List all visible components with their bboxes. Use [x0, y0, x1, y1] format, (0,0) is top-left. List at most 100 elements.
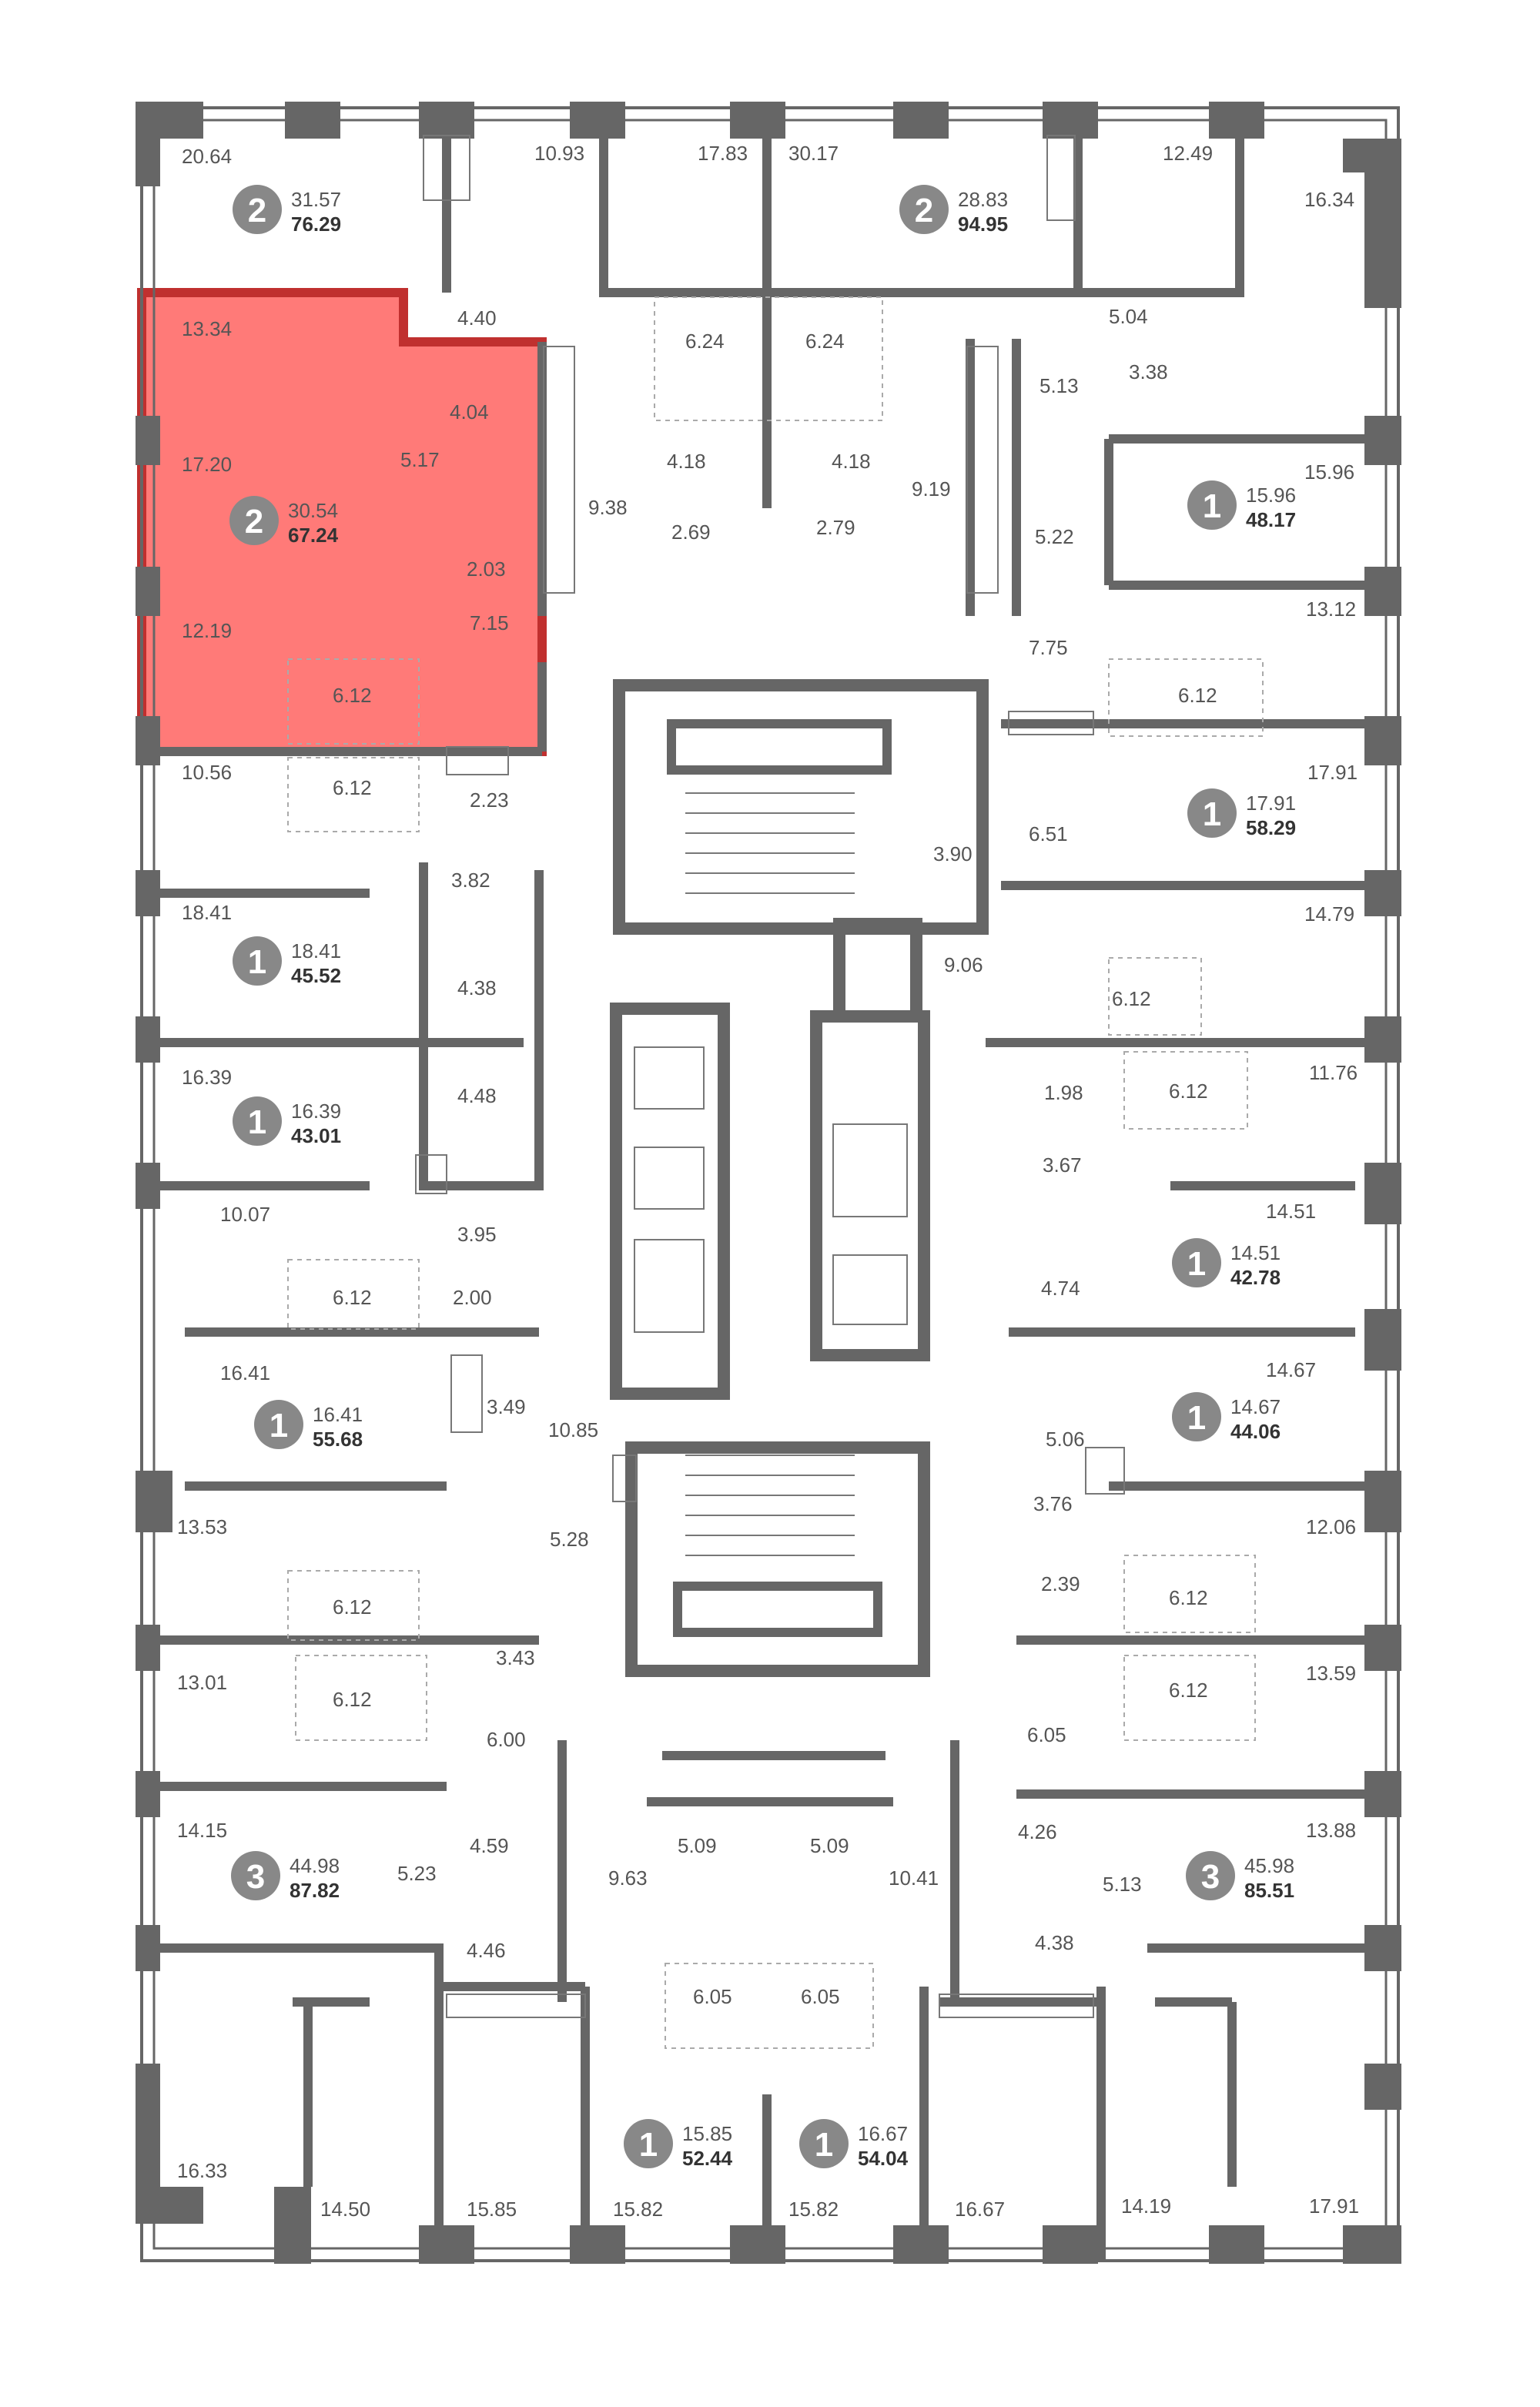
wall-pier — [136, 1625, 160, 1671]
total-area: 87.82 — [290, 1879, 340, 1902]
room-area-label: 20.64 — [182, 145, 232, 168]
living-area: 45.98 — [1244, 1854, 1294, 1877]
room-count-badge — [799, 2119, 849, 2168]
room-area-label: 6.12 — [333, 1688, 372, 1711]
wall-pier — [1364, 1625, 1401, 1671]
room-count: 1 — [248, 1103, 266, 1141]
wall-pier — [1043, 102, 1098, 139]
living-area: 17.91 — [1246, 792, 1296, 815]
room-area-label: 9.38 — [588, 496, 628, 519]
room-count-badge — [233, 185, 282, 234]
wall-pier — [285, 102, 340, 139]
room-area-label: 30.17 — [788, 142, 839, 165]
room-area-label: 3.67 — [1043, 1153, 1082, 1177]
room-area-label: 7.75 — [1029, 636, 1068, 659]
room-area-label: 4.48 — [457, 1084, 497, 1107]
room-count-badge — [233, 936, 282, 986]
room-count-badge — [1172, 1392, 1221, 1441]
living-area: 30.54 — [288, 499, 338, 522]
selected-apartment-highlight[interactable] — [137, 288, 547, 756]
room-area-label: 2.03 — [467, 557, 506, 581]
room-area-label: 6.05 — [693, 1985, 732, 2008]
room-count-badge — [231, 1851, 280, 1900]
room-area-label: 12.06 — [1306, 1515, 1356, 1538]
total-area: 55.68 — [313, 1428, 363, 1451]
wall-pier — [136, 1471, 172, 1532]
room-area-label: 5.13 — [1103, 1873, 1142, 1896]
room-area-label: 17.91 — [1309, 2194, 1359, 2218]
room-area-label: 6.12 — [1169, 1586, 1208, 1609]
room-area-label: 2.69 — [671, 521, 711, 544]
room-area-label: 10.93 — [534, 142, 584, 165]
living-area: 16.41 — [313, 1403, 363, 1426]
room-area-label: 6.12 — [333, 684, 372, 707]
room-count: 1 — [1203, 487, 1221, 525]
wall-pier — [1364, 2064, 1401, 2110]
room-area-label: 13.12 — [1306, 598, 1356, 621]
room-area-label: 13.88 — [1306, 1819, 1356, 1842]
room-count: 1 — [1187, 1245, 1206, 1283]
room-count-badge — [624, 2119, 673, 2168]
wall-pier — [274, 2187, 311, 2264]
room-area-label: 1.98 — [1044, 1081, 1083, 1104]
wall-pier — [136, 102, 160, 186]
room-area-label: 17.83 — [698, 142, 748, 165]
room-count: 1 — [639, 2126, 658, 2164]
wall-pier — [1043, 2225, 1098, 2264]
room-area-label: 6.05 — [1027, 1723, 1066, 1746]
total-area: 52.44 — [682, 2147, 733, 2170]
living-area: 18.41 — [291, 939, 341, 962]
room-area-label: 6.12 — [1112, 987, 1151, 1010]
room-area-label: 4.18 — [667, 450, 706, 473]
room-area-label: 14.67 — [1266, 1358, 1316, 1381]
living-area: 16.39 — [291, 1100, 341, 1123]
room-area-label: 5.23 — [397, 1862, 437, 1885]
wall-pier — [136, 1771, 160, 1817]
room-area-label: 4.18 — [832, 450, 871, 473]
living-area: 15.96 — [1246, 484, 1296, 507]
room-count: 1 — [270, 1407, 288, 1445]
room-area-label: 6.12 — [333, 1286, 372, 1309]
total-area: 44.06 — [1230, 1420, 1281, 1443]
total-area: 58.29 — [1246, 816, 1296, 839]
room-area-label: 12.19 — [182, 619, 232, 642]
room-area-label: 13.59 — [1306, 1662, 1356, 1685]
room-area-label: 6.51 — [1029, 822, 1068, 845]
room-count: 2 — [245, 503, 263, 541]
room-area-label: 5.13 — [1040, 374, 1079, 397]
room-area-label: 4.38 — [457, 976, 497, 999]
wall-pier — [419, 2225, 474, 2264]
room-area-label: 6.12 — [333, 776, 372, 799]
room-area-label: 4.04 — [450, 400, 489, 423]
room-count: 3 — [246, 1858, 265, 1896]
room-count: 1 — [1187, 1399, 1206, 1437]
room-area-label: 6.12 — [1178, 684, 1217, 707]
room-count: 2 — [248, 192, 266, 229]
room-area-label: 5.28 — [550, 1528, 589, 1551]
wall-pier — [419, 102, 474, 139]
total-area: 85.51 — [1244, 1879, 1294, 1902]
living-area: 14.67 — [1230, 1395, 1281, 1418]
room-area-label: 4.38 — [1035, 1931, 1074, 1954]
wall-pier — [1364, 139, 1401, 308]
room-area-label: 3.90 — [933, 842, 973, 865]
room-count-badge — [1187, 788, 1237, 838]
room-area-label: 3.38 — [1129, 360, 1168, 383]
wall-pier — [730, 102, 785, 139]
